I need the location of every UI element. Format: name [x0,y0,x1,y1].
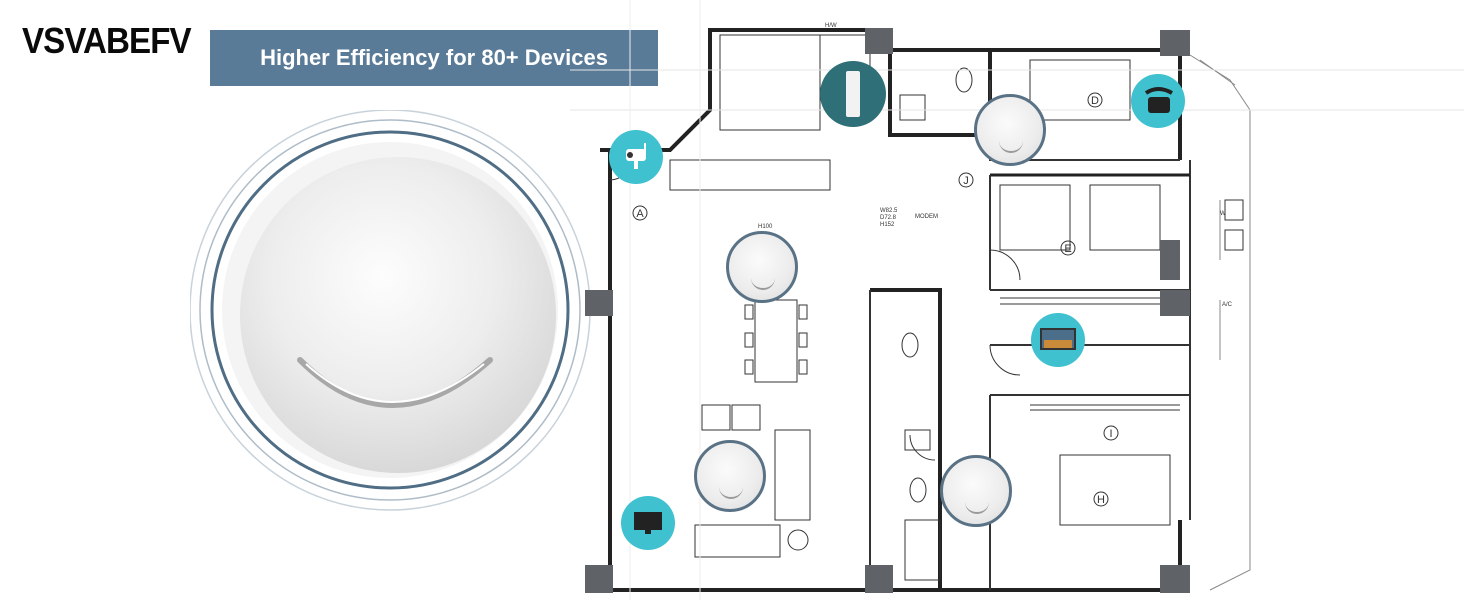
access-point-product-image [190,110,591,511]
room-marker-a: A [632,205,648,221]
headline-banner: Higher Efficiency for 80+ Devices [210,30,658,86]
camera-icon [609,130,663,184]
svg-text:H: H [1097,494,1105,506]
plan-label-modem: MODEM [915,214,938,220]
plan-label-ac: A/C [1222,302,1233,308]
svg-text:E: E [1064,243,1071,255]
room-marker-d: D [1087,92,1103,108]
svg-text:A: A [636,208,644,220]
svg-text:H/W: H/W [825,23,837,29]
svg-text:D: D [1091,95,1099,107]
room-marker-h: H [1093,491,1109,507]
room-marker-i: I [1103,425,1119,441]
svg-text:I: I [1109,428,1112,440]
monitor-icon [621,496,675,550]
room-marker-e: E [1060,240,1076,256]
plan-label-cabinet: W82.5 [880,208,898,214]
svg-text:J: J [963,175,969,187]
brand-logo: VSVABEFV [22,20,192,61]
tv-icon [1031,313,1085,367]
router-icon [820,61,886,127]
access-point-marker [974,94,1046,166]
svg-text:H152: H152 [880,222,895,228]
room-marker-j: J [958,172,974,188]
phone-icon [1131,74,1185,128]
access-point-marker [694,440,766,512]
plan-label-h100: H100 [758,224,773,230]
floor-plan: A D E H I J H100 W82.5 D72.8 H152 MODEM … [570,0,1464,600]
access-point-marker [726,231,798,303]
access-point-marker [940,455,1012,527]
svg-text:D72.8: D72.8 [880,215,897,221]
svg-text:W: W [1220,211,1226,217]
